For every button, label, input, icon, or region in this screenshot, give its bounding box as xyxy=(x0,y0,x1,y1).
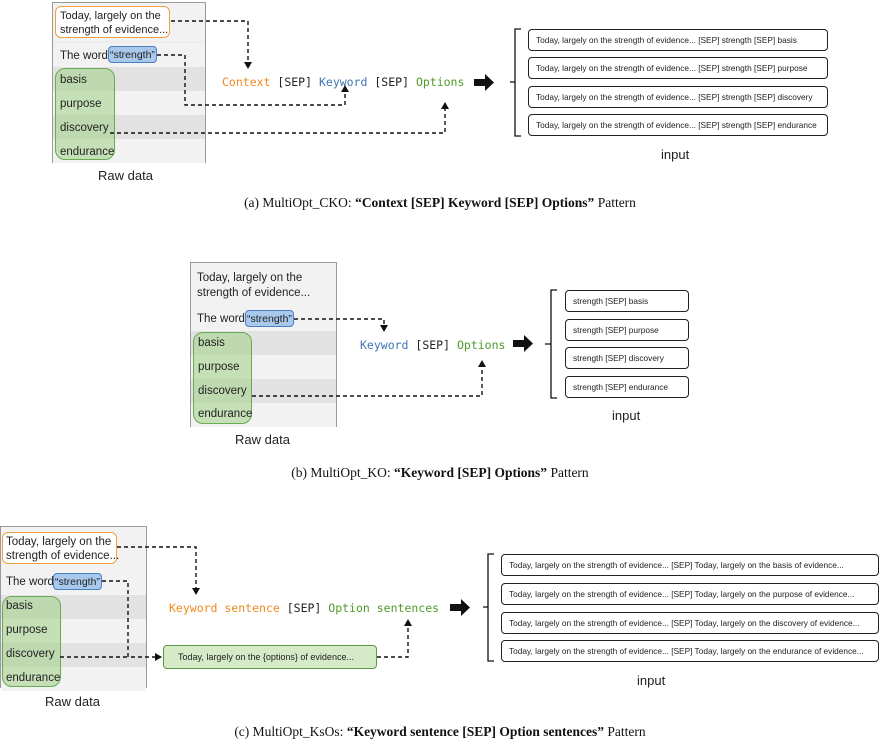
caption-a: (a) MultiOpt_CKO: “Context [SEP] Keyword… xyxy=(244,195,636,210)
raw-data-label: Raw data xyxy=(45,694,100,709)
pattern-keyword: Keyword xyxy=(360,338,409,352)
pattern-formula: Keyword [SEP] Options xyxy=(360,338,505,352)
input-example: Today, largely on the strength of eviden… xyxy=(501,554,879,576)
pattern-sep: [SEP] xyxy=(277,75,313,89)
option-item: purpose xyxy=(6,624,48,636)
input-label: input xyxy=(612,408,641,423)
option-item: endurance xyxy=(6,672,61,684)
input-label: input xyxy=(637,673,666,688)
input-example: Today, largely on the strength of eviden… xyxy=(501,583,879,605)
caption-c: (c) MultiOpt_KsOs: “Keyword sentence [SE… xyxy=(234,724,646,739)
pattern-option-sentences: Option sentences xyxy=(328,601,440,615)
context-text: Today, largely on the xyxy=(197,272,303,284)
pattern-options: Options xyxy=(415,75,465,89)
raw-data-label: Raw data xyxy=(98,168,153,183)
option-item: discovery xyxy=(60,122,109,134)
keyword-highlight xyxy=(245,310,294,327)
pattern-context: Context xyxy=(222,75,271,89)
pattern-options: Options xyxy=(456,338,506,352)
context-highlight xyxy=(55,6,170,38)
options-highlight xyxy=(193,332,252,424)
input-example: strength [SEP] purpose xyxy=(565,319,689,341)
option-item: discovery xyxy=(198,385,247,397)
option-item: basis xyxy=(6,600,33,612)
pattern-keyword: Keyword xyxy=(318,75,368,89)
options-highlight xyxy=(55,68,115,160)
pattern-formula: Keyword sentence [SEP] Option sentences xyxy=(169,601,439,615)
right-arrow-icon xyxy=(450,74,533,616)
caption-b: (b) MultiOpt_KO: “Keyword [SEP] Options”… xyxy=(291,465,589,480)
option-item: basis xyxy=(198,337,225,349)
option-item: endurance xyxy=(198,408,253,420)
keyword-prefix: The word xyxy=(197,313,245,325)
pattern-keyword-sentence: Keyword sentence xyxy=(169,601,280,615)
options-highlight xyxy=(2,596,61,687)
input-example: Today, largely on the strength of eviden… xyxy=(501,640,879,662)
input-example: Today, largely on the strength of eviden… xyxy=(528,86,828,108)
pattern-formula: Context [SEP] Keyword [SEP] Options xyxy=(222,75,464,89)
option-item: discovery xyxy=(6,648,55,660)
left-brace-icon xyxy=(483,28,557,662)
input-example: Today, largely on the strength of eviden… xyxy=(528,114,828,136)
option-item: purpose xyxy=(60,98,102,110)
keyword-highlight xyxy=(108,46,157,63)
input-label: input xyxy=(661,147,690,162)
input-example: strength [SEP] discovery xyxy=(565,347,689,369)
pattern-sep: [SEP] xyxy=(286,601,322,615)
option-template: Today, largely on the {options} of evide… xyxy=(163,645,377,669)
input-example: Today, largely on the strength of eviden… xyxy=(501,612,879,634)
keyword-text: “strength” xyxy=(247,313,292,325)
option-item: purpose xyxy=(198,361,240,373)
option-item: endurance xyxy=(60,146,115,158)
context-text: Today, largely on the strength of eviden… xyxy=(60,10,169,36)
context-text: strength of evidence... xyxy=(197,287,311,299)
input-example: strength [SEP] basis xyxy=(565,290,689,312)
pattern-sep: [SEP] xyxy=(415,338,451,352)
keyword-text: “strength” xyxy=(55,576,100,588)
pattern-sep: [SEP] xyxy=(374,75,409,89)
keyword-text: “strength” xyxy=(110,49,155,61)
raw-row-context xyxy=(191,263,336,307)
context-text: Today, largely on the xyxy=(6,536,112,548)
raw-data-label: Raw data xyxy=(235,432,290,447)
input-example: Today, largely on the strength of eviden… xyxy=(528,29,828,51)
input-example: Today, largely on the strength of eviden… xyxy=(528,57,828,79)
input-example: strength [SEP] endurance xyxy=(565,376,689,398)
dashed-connector-arrow-icon xyxy=(60,20,486,661)
keyword-prefix: The word xyxy=(6,576,54,588)
keyword-highlight xyxy=(53,573,102,590)
context-highlight xyxy=(2,532,117,564)
keyword-prefix: The word xyxy=(60,50,108,62)
context-text: strength of evidence... xyxy=(6,550,120,562)
option-item: basis xyxy=(60,74,87,86)
